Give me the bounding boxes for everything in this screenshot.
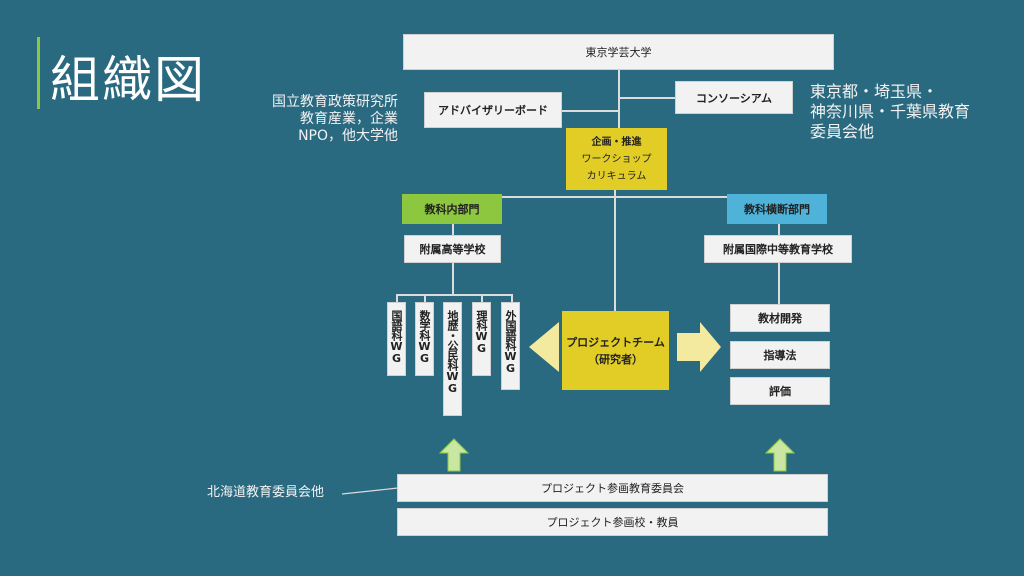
connector-main-vertical bbox=[618, 70, 620, 128]
connector-planning-to-team bbox=[614, 190, 616, 312]
connector-hokkaido bbox=[341, 487, 399, 495]
title-accent-bar bbox=[37, 37, 40, 109]
participating-boards-box: プロジェクト参画教育委員会 bbox=[397, 474, 828, 502]
wg-math-box: 数学科WG bbox=[415, 302, 434, 376]
page-title: 組織図 bbox=[50, 51, 206, 109]
right-arrow-icon bbox=[677, 322, 721, 372]
hokkaido-label: 北海道教育委員会他 bbox=[207, 485, 325, 500]
high-school-box: 附属高等学校 bbox=[404, 235, 501, 263]
project-team-box: プロジェクトチーム （研究者） bbox=[562, 311, 669, 390]
connector-wg-horizontal bbox=[396, 294, 512, 296]
connector-dept-horizontal bbox=[452, 196, 780, 198]
connector-advisory bbox=[560, 110, 620, 112]
wg-science-box: 理科WG bbox=[472, 302, 491, 376]
planning-box: 企画・推進 ワークショップ カリキュラム bbox=[566, 128, 667, 190]
participating-schools-box: プロジェクト参画校・教員 bbox=[397, 508, 828, 536]
secondary-school-box: 附属国際中等教育学校 bbox=[704, 235, 852, 263]
consortium-box: コンソーシアム bbox=[675, 81, 793, 114]
wg-japanese-box: 国語科WG bbox=[387, 302, 406, 376]
wg-foreign-language-box: 外国語科WG bbox=[501, 302, 520, 390]
teaching-materials-box: 教材開発 bbox=[730, 304, 830, 332]
consortium-members-text: 東京都・埼玉県・ 神奈川県・千葉県教育 委員会他 bbox=[810, 82, 971, 141]
connector-wg-1 bbox=[396, 294, 398, 302]
advisory-members-text: 国立教育政策研究所 教育産業，企業 NPO，他大学他 bbox=[272, 94, 398, 144]
connector-wg-4 bbox=[481, 294, 483, 302]
up-arrow-icon bbox=[439, 438, 469, 472]
cross-subject-department-box: 教科横断部門 bbox=[727, 194, 827, 224]
evaluation-box: 評価 bbox=[730, 377, 830, 405]
subject-department-box: 教科内部門 bbox=[402, 194, 502, 224]
advisory-board-box: アドバイザリーボード bbox=[424, 92, 562, 128]
left-arrow-icon bbox=[529, 322, 559, 372]
connector-wg-2 bbox=[424, 294, 426, 302]
connector-wg-5 bbox=[511, 294, 513, 302]
tokyo-gakugei-university-box: 東京学芸大学 bbox=[403, 34, 834, 70]
up-arrow-icon bbox=[765, 438, 795, 472]
teaching-methods-box: 指導法 bbox=[730, 341, 830, 369]
wg-geography-civics-box: 地歴・公民科WG bbox=[443, 302, 462, 416]
connector-consortium bbox=[618, 97, 676, 99]
